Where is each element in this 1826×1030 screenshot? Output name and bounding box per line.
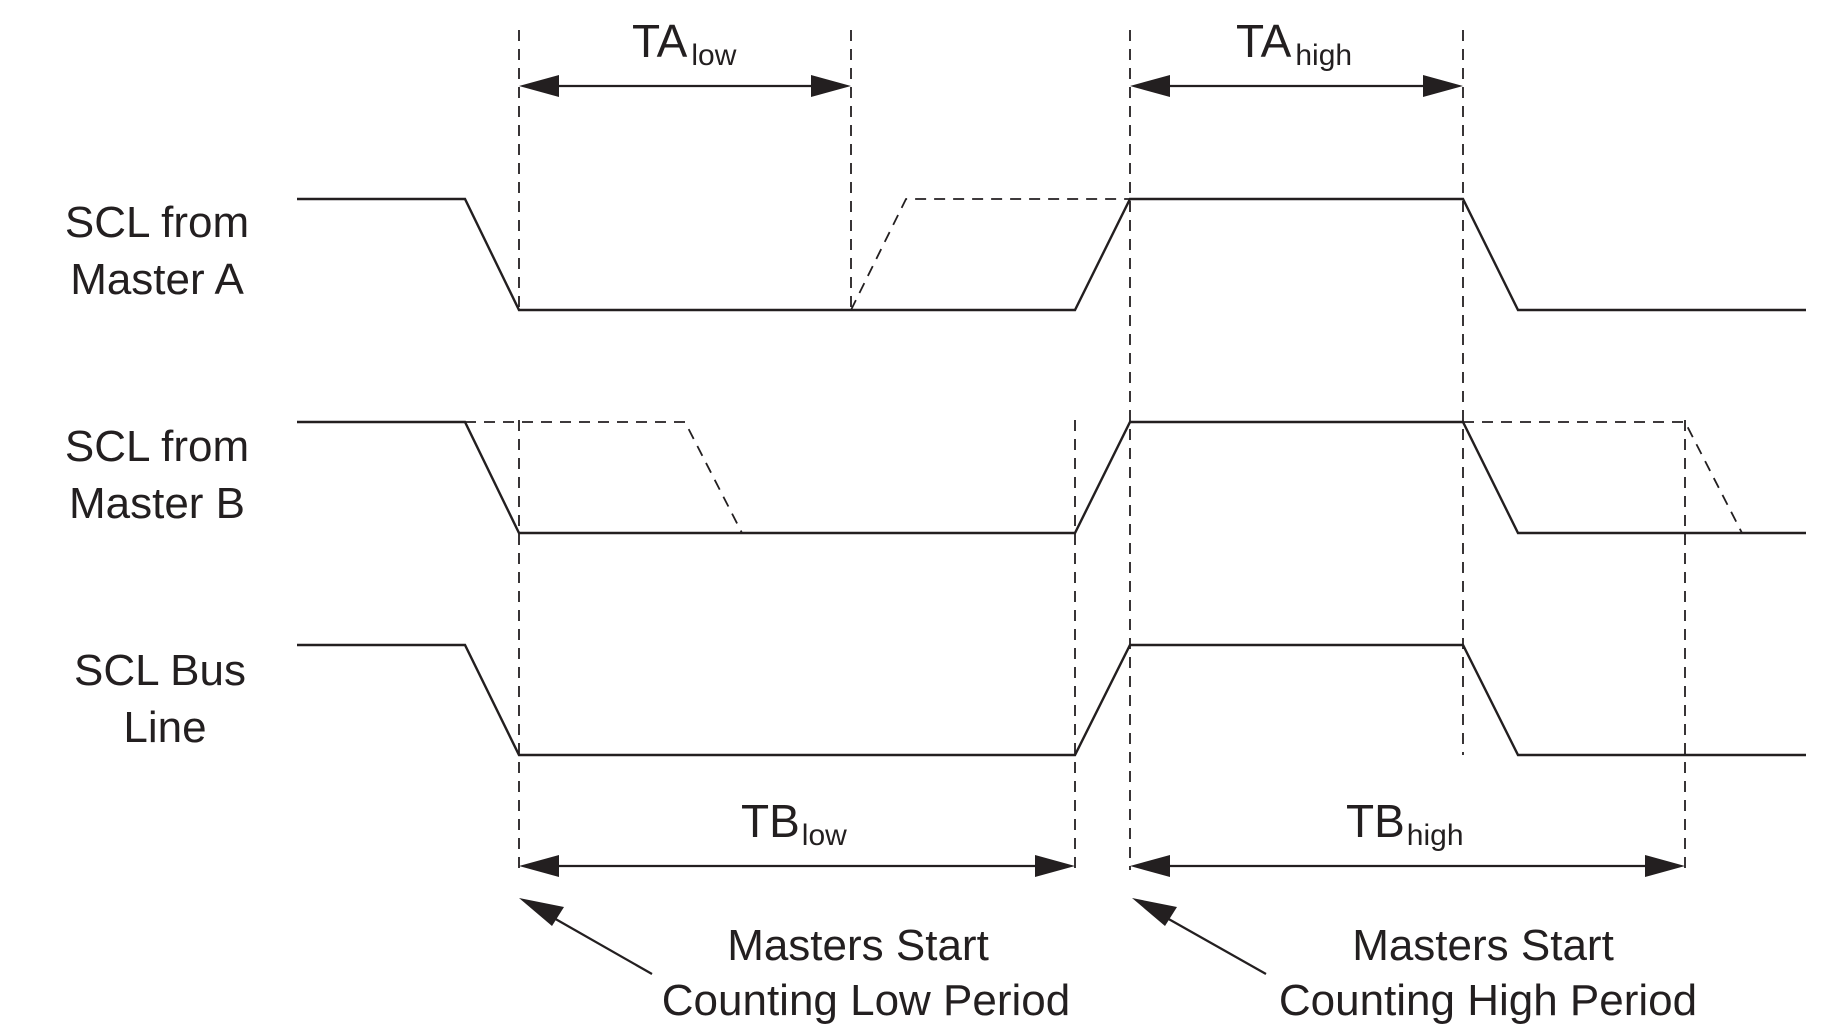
- low-note-pointer-head: [519, 898, 564, 926]
- master-a-alt-signal: [850, 198, 1130, 311]
- master-b-alt-fall: [465, 421, 743, 534]
- bus-label-line2: Line: [123, 703, 206, 752]
- master-b-label-line2: Master B: [69, 479, 245, 528]
- tb-low-dimension: TBlow: [519, 795, 1075, 877]
- tb-low-label: TBlow: [741, 795, 847, 852]
- tb-high-arrow-right: [1645, 855, 1685, 877]
- high-note-line1: Masters Start: [1352, 921, 1614, 970]
- master-b-label-line1: SCL from: [65, 422, 249, 471]
- high-period-note: Masters Start Counting High Period: [1132, 898, 1697, 1025]
- low-note-pointer-line: [544, 912, 653, 975]
- master-a-signal: [297, 197, 1806, 312]
- ta-high-arrow-right: [1423, 75, 1463, 97]
- signal-labels: SCL from Master A SCL from Master B SCL …: [65, 198, 249, 752]
- ta-high-arrow-left: [1130, 75, 1170, 97]
- tb-high-arrow-left: [1130, 855, 1170, 877]
- tb-low-arrow-right: [1035, 855, 1075, 877]
- master-a-waveform: [297, 197, 1806, 312]
- ta-low-arrow-right: [811, 75, 851, 97]
- high-note-line2: Counting High Period: [1279, 976, 1697, 1025]
- master-b-signal: [297, 420, 1806, 535]
- reference-lines: [518, 30, 1686, 870]
- master-a-label-line2: Master A: [70, 255, 244, 304]
- high-note-pointer-line: [1157, 912, 1267, 975]
- bus-label-line1: SCL Bus: [74, 646, 246, 695]
- master-a-label-line1: SCL from: [65, 198, 249, 247]
- bus-signal: [297, 643, 1806, 757]
- ta-low-arrow-left: [519, 75, 559, 97]
- low-note-line1: Masters Start: [727, 921, 989, 970]
- master-b-alt-high: [1463, 421, 1743, 534]
- tb-high-dimension: TBhigh: [1130, 795, 1685, 877]
- low-note-line2: Counting Low Period: [662, 976, 1070, 1025]
- bus-waveform: [297, 643, 1806, 757]
- high-note-pointer-head: [1132, 898, 1177, 926]
- low-period-note: Masters Start Counting Low Period: [519, 898, 1070, 1025]
- tb-low-arrow-left: [519, 855, 559, 877]
- master-b-waveform: [297, 420, 1806, 535]
- tb-high-label: TBhigh: [1346, 795, 1464, 852]
